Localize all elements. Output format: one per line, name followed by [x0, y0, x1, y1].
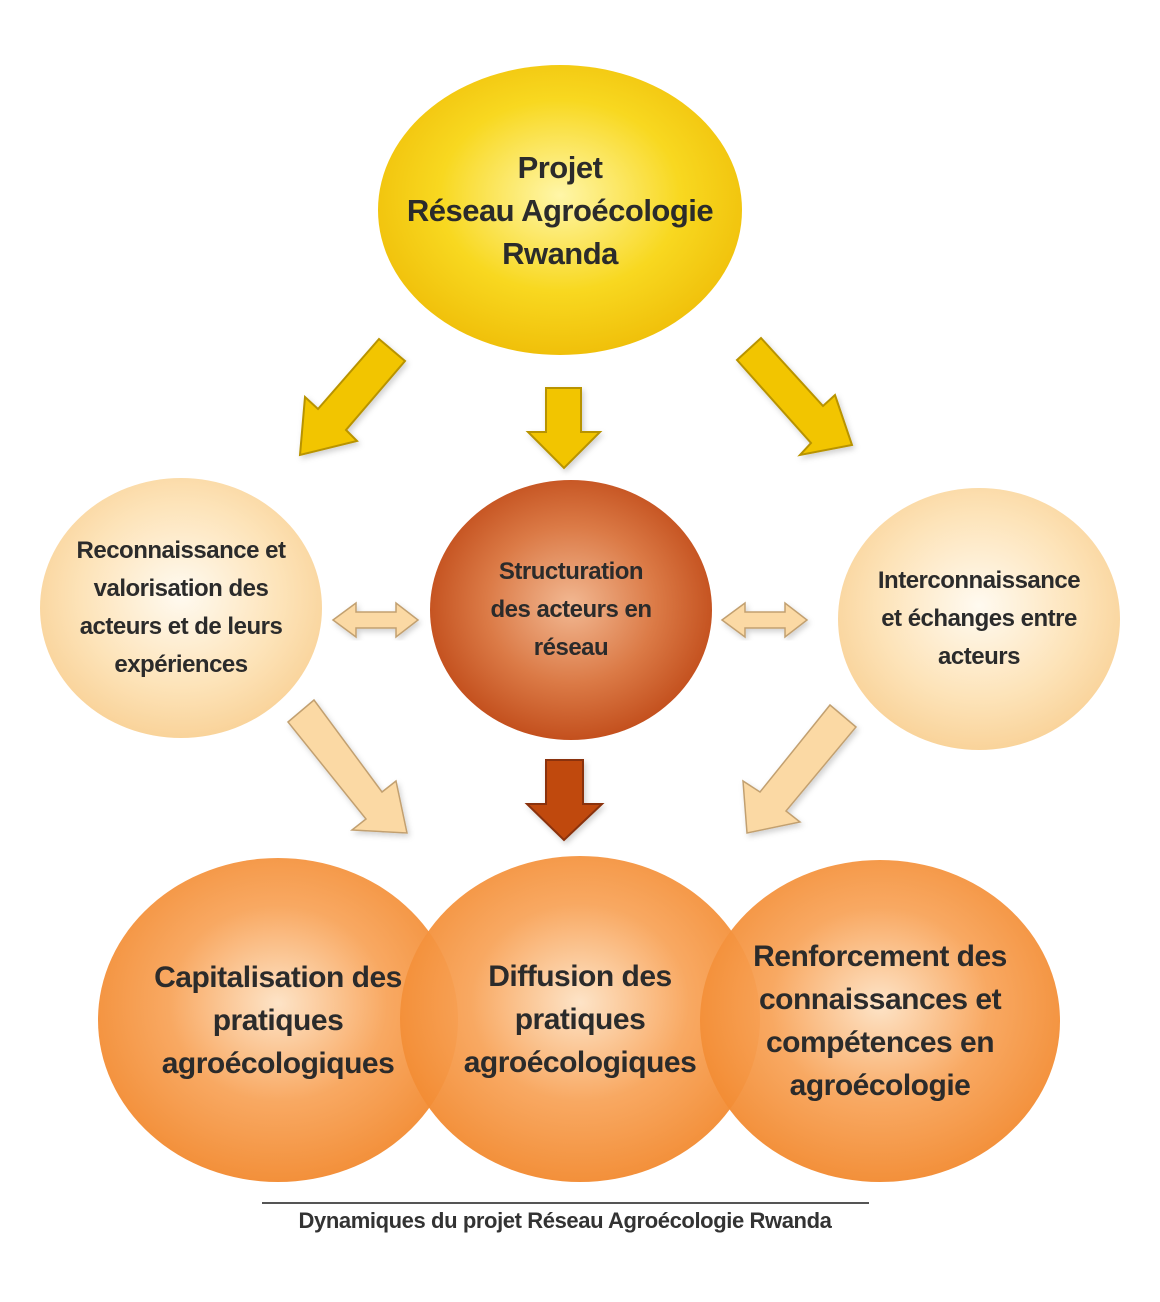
- node-reinforcement-label: Renforcement des connaissances et compét…: [753, 940, 1007, 1102]
- node-capitalisation: Capitalisation des pratiques agroécologi…: [98, 858, 458, 1182]
- arrow-top-to-left: [298, 337, 407, 457]
- bottom-left-circle: [98, 858, 458, 1182]
- node-reinforcement: Renforcement des connaissances et compét…: [700, 860, 1060, 1182]
- node-interconnection: Interconnaissance et échanges entre acte…: [838, 488, 1120, 750]
- arrow-top-to-middle: [525, 387, 603, 470]
- double-arrow-middle-right: [720, 601, 809, 639]
- node-structuring-label: Structuration des acteurs en réseau: [490, 558, 652, 661]
- node-project-label: Projet Réseau Agroécologie Rwanda: [406, 149, 714, 271]
- arrow-right-to-bottom: [742, 703, 858, 834]
- node-capitalisation-label: Capitalisation des pratiques agroécologi…: [154, 960, 402, 1080]
- node-recognition-label: Reconnaissance et valorisation des acteu…: [76, 537, 286, 678]
- caption-rule: [262, 1202, 869, 1204]
- bottom-right-circle: [700, 860, 1060, 1182]
- node-diffusion: Diffusion des pratiques agroécologiques: [400, 856, 760, 1182]
- right-circle: [838, 488, 1120, 750]
- double-arrow-left-middle: [331, 601, 420, 639]
- arrow-left-to-bottom: [286, 698, 408, 834]
- node-interconnection-label: Interconnaissance et échanges entre acte…: [877, 567, 1081, 670]
- bottom-center-circle: [400, 856, 760, 1182]
- top-circle: [378, 65, 742, 355]
- node-structuring: Structuration des acteurs en réseau: [430, 480, 712, 740]
- left-circle: [40, 478, 322, 738]
- node-project: Projet Réseau Agroécologie Rwanda: [378, 65, 742, 355]
- middle-circle: [430, 480, 712, 740]
- node-recognition: Reconnaissance et valorisation des acteu…: [40, 478, 322, 738]
- arrow-middle-to-bottom: [524, 759, 605, 842]
- node-diffusion-label: Diffusion des pratiques agroécologiques: [463, 959, 697, 1079]
- arrow-top-to-right: [735, 336, 854, 457]
- figure-caption: Dynamiques du projet Réseau Agroécologie…: [298, 1208, 832, 1233]
